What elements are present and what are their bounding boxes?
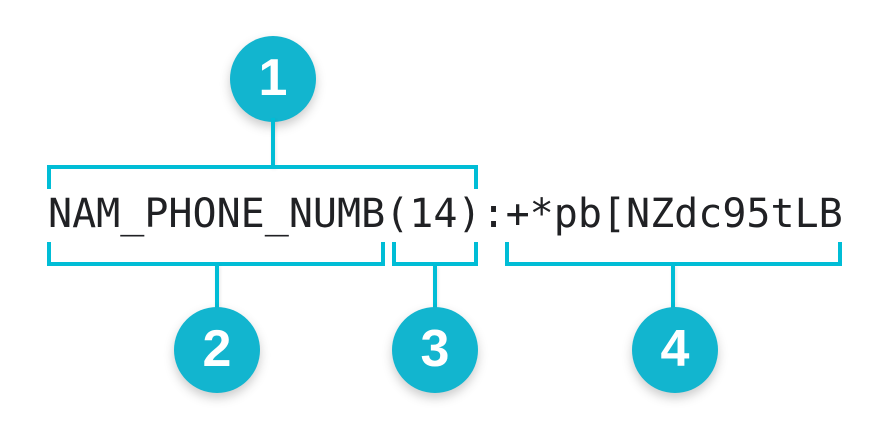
callout-3-connector-line xyxy=(433,264,437,309)
callout-4-connector-line xyxy=(671,264,675,309)
callout-1-connector-line xyxy=(271,118,275,167)
bracket-field-header xyxy=(47,165,478,189)
field-length-text: (14) xyxy=(385,191,482,237)
callout-3-number: 3 xyxy=(420,320,450,378)
bracket-field-name xyxy=(47,242,385,266)
callout-4-badge: 4 xyxy=(632,307,718,393)
field-value-text: +*pb[NZdc95tLB xyxy=(505,191,843,237)
field-string: NAM_PHONE_NUMB(14):+*pb[NZdc95tLB xyxy=(48,192,843,236)
bracket-field-value xyxy=(505,242,842,266)
callout-2-number: 2 xyxy=(202,320,232,378)
callout-1-badge: 1 xyxy=(230,36,316,122)
callout-2-connector-line xyxy=(215,264,219,309)
callout-1-number: 1 xyxy=(258,49,288,107)
field-name-text: NAM_PHONE_NUMB xyxy=(48,191,386,237)
callout-2-badge: 2 xyxy=(174,307,260,393)
bracket-field-length xyxy=(392,242,478,266)
callout-4-number: 4 xyxy=(660,320,690,378)
field-separator-text: : xyxy=(481,191,506,237)
callout-3-badge: 3 xyxy=(392,307,478,393)
